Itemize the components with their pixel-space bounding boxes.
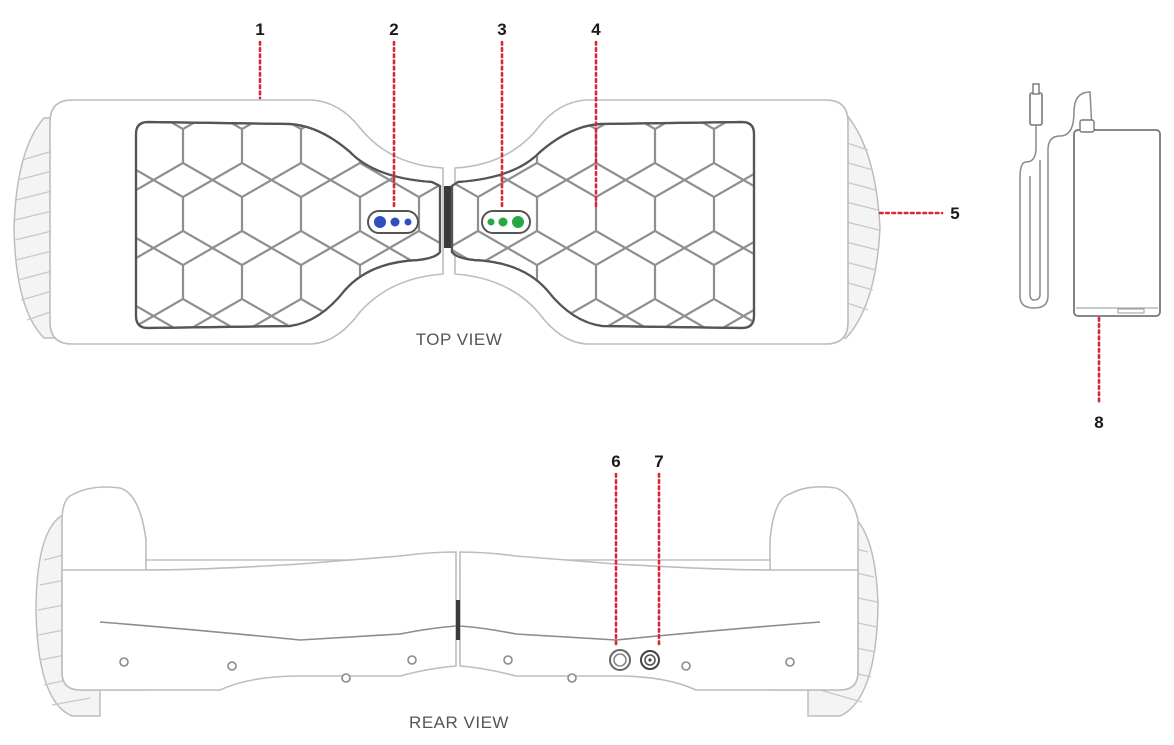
rear-center-joint — [456, 600, 460, 640]
top-view-label: TOP VIEW — [416, 330, 503, 349]
rear-view: REAR VIEW — [35, 486, 879, 732]
rear-body-left — [61, 551, 457, 691]
callout-3: 3 — [497, 20, 506, 39]
battery-indicator — [367, 210, 419, 234]
power-button — [609, 649, 631, 671]
rear-body-right — [459, 551, 859, 691]
charger-plug — [1029, 92, 1043, 126]
callout-4: 4 — [591, 20, 601, 39]
callout-1: 1 — [255, 20, 264, 39]
callout-5: 5 — [950, 204, 959, 223]
charger — [1019, 83, 1161, 317]
callout-numbers: 1 2 3 4 5 6 7 8 — [255, 20, 1103, 471]
rear-screw-holes-right — [503, 655, 795, 683]
callout-7: 7 — [654, 452, 663, 471]
charger-cable — [1019, 91, 1093, 309]
callout-leaders — [258, 40, 1101, 648]
top-view: TOP VIEW — [13, 99, 881, 349]
center-joint — [444, 186, 454, 248]
top-left-wheel — [13, 117, 61, 339]
rear-view-label: REAR VIEW — [409, 713, 509, 732]
status-indicator — [481, 210, 531, 234]
callout-2: 2 — [389, 20, 398, 39]
charger-brick — [1073, 129, 1161, 317]
callout-8: 8 — [1094, 413, 1103, 432]
callout-6: 6 — [611, 452, 620, 471]
charging-port — [640, 650, 660, 670]
rear-screw-holes-left — [119, 655, 417, 683]
